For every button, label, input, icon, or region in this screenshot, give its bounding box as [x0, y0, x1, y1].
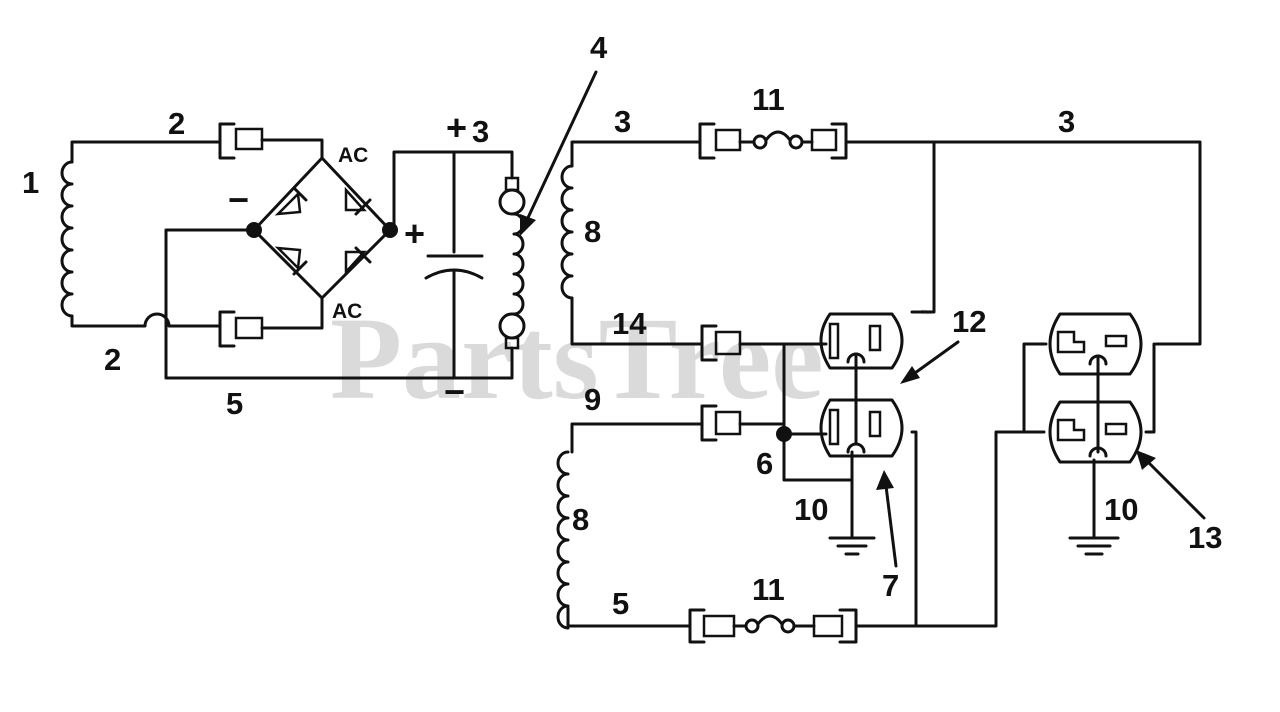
watermark-trademark: ™: [920, 307, 932, 321]
wire-9-to-outlet: [738, 422, 828, 436]
label-10-left: 10: [794, 492, 828, 527]
watermark: PartsTree: [330, 293, 824, 424]
label-3-right: 3: [1058, 104, 1075, 139]
wire-3-positive: [388, 150, 514, 232]
bridge-wire-top-ac: [260, 138, 324, 160]
capacitor: [424, 150, 484, 380]
winding-8-upper: [560, 164, 574, 300]
label-14: 14: [612, 306, 647, 341]
bridge-wire-bottom-ac: [260, 296, 324, 330]
diode-top-left: [274, 186, 308, 216]
receptacle-13-upper: [1048, 312, 1143, 376]
lead-2-bottom: [70, 312, 222, 328]
lead-14: [570, 296, 704, 346]
callout-arrow-13: [1136, 450, 1206, 520]
wire-5-negative: [164, 228, 514, 380]
wire-3-bus: [844, 140, 1202, 346]
ground-symbol-right: [1068, 536, 1120, 556]
label-1: 1: [22, 165, 39, 200]
exciter-winding-1: [60, 160, 74, 318]
receptacle-7-lower: [819, 398, 904, 458]
label-6: 6: [756, 446, 773, 481]
label-4: 4: [590, 30, 608, 65]
label-10-right: 10: [1104, 492, 1138, 527]
receptacle-13-jumper-right: [1144, 342, 1156, 434]
label-plus-capacitor: +: [446, 107, 467, 148]
label-5-bottom: 5: [612, 586, 629, 621]
receptacle-13-lower: [1048, 400, 1143, 464]
label-3-left: 3: [614, 104, 631, 139]
label-plus-cap-side: +: [404, 213, 425, 254]
label-11-top: 11: [752, 82, 785, 117]
label-12: 12: [952, 304, 986, 339]
label-minus-bridge: −: [228, 179, 249, 220]
connector-2-top: [218, 122, 264, 160]
diode-bottom-right: [344, 246, 372, 276]
callout-arrow-12: [900, 340, 960, 384]
connector-2-bottom: [218, 310, 264, 348]
junction-6-wiring: [782, 342, 854, 482]
wire-5-bottom: [566, 606, 692, 628]
diode-bottom-left: [274, 246, 308, 276]
winding-8-lower: [556, 450, 570, 630]
label-ac-top: AC: [338, 144, 368, 167]
label-13: 13: [1188, 520, 1222, 555]
receptacle-7-upper: [819, 312, 904, 370]
wire-3-top: [570, 140, 702, 168]
callout-arrow-7: [876, 470, 898, 568]
label-11-bottom: 11: [752, 572, 785, 607]
label-2-top: 2: [168, 106, 185, 141]
label-8-upper: 8: [584, 214, 601, 249]
diode-top-right: [344, 186, 372, 216]
wire-3-drop-upper-outlet: [910, 140, 936, 314]
label-ac-bottom: AC: [332, 300, 362, 323]
breaker-11-bottom: [688, 608, 858, 644]
armature-4: [498, 176, 526, 350]
label-minus-capacitor: −: [444, 371, 465, 412]
callout-arrow-4: [520, 70, 598, 236]
breaker-11-top: [698, 122, 848, 160]
lead-9: [570, 422, 704, 454]
label-3-capacitor: 3: [472, 114, 489, 149]
wire-5-drop-lower-outlet: [910, 430, 918, 628]
label-8-lower: 8: [572, 502, 589, 537]
lead-2-top: [70, 140, 222, 164]
receptacle-13-jumper-left: [1022, 342, 1048, 434]
label-7: 7: [882, 568, 899, 603]
wire-5-bus: [854, 430, 1046, 628]
bridge-rectifier: [246, 156, 398, 300]
label-5-left: 5: [226, 386, 243, 421]
label-2-bottom: 2: [104, 342, 121, 377]
label-9: 9: [584, 382, 601, 417]
ground-symbol-left: [828, 536, 876, 556]
